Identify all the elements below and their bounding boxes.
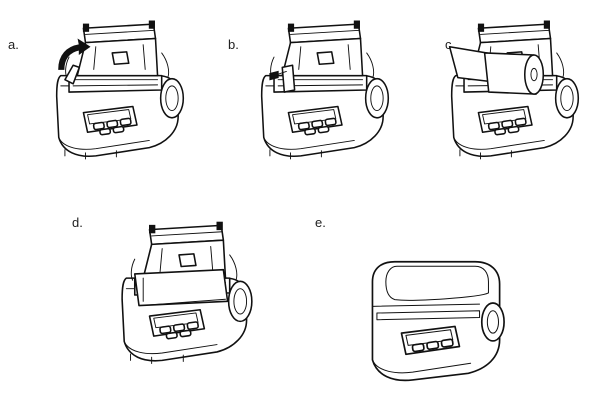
- paper-holder-icon: [269, 64, 296, 93]
- step-label-e: e.: [315, 215, 326, 230]
- step-label-b: b.: [228, 37, 239, 52]
- insert-paper-roll-icon: [448, 45, 545, 95]
- step-b-illustration: [258, 20, 393, 160]
- step-e-illustration: [368, 255, 513, 382]
- step-d-illustration: [120, 220, 255, 370]
- step-label-a: a.: [8, 37, 19, 52]
- paper-loaded-icon: [133, 268, 229, 307]
- cover-closed-icon: [371, 260, 505, 382]
- step-label-c: c.: [445, 37, 456, 52]
- step-label-d: d.: [72, 215, 83, 230]
- open-cover-arrow-icon: [58, 38, 91, 70]
- step-c-illustration: [448, 20, 583, 160]
- step-a-illustration: [53, 20, 188, 160]
